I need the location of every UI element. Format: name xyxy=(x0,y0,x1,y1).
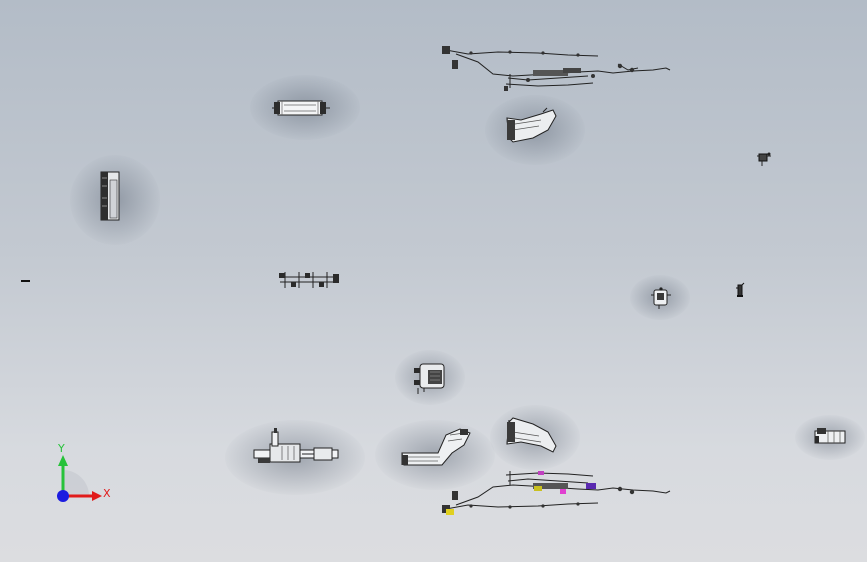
heat-shield-bottom[interactable] xyxy=(503,416,558,456)
x-axis-label: X xyxy=(103,487,111,500)
z-axis-dot xyxy=(57,490,69,502)
mount-bracket[interactable] xyxy=(649,286,673,310)
pedal-housing[interactable] xyxy=(756,151,772,167)
small-pin[interactable] xyxy=(734,281,746,299)
wire-harness-top[interactable] xyxy=(438,40,673,95)
cross-member-rail[interactable] xyxy=(277,268,342,292)
y-axis-label: Y xyxy=(58,442,65,455)
wire-harness-bottom[interactable] xyxy=(438,465,673,520)
dash-marker xyxy=(20,279,32,283)
coordinate-triad: X Y xyxy=(48,440,118,510)
radiator-core[interactable] xyxy=(272,98,330,118)
battery-box[interactable] xyxy=(812,426,848,446)
steering-gear[interactable] xyxy=(252,428,342,468)
heat-shield-top[interactable] xyxy=(503,107,558,146)
control-unit[interactable] xyxy=(98,170,122,222)
engine-mount[interactable] xyxy=(412,358,448,396)
intake-duct[interactable] xyxy=(398,425,473,470)
